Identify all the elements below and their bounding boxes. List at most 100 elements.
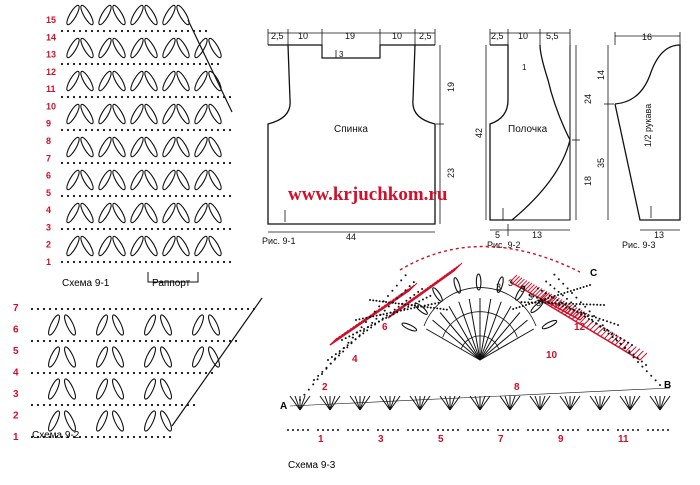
shell-stitch xyxy=(499,395,511,411)
chain-dot xyxy=(385,314,388,317)
petal-stitch xyxy=(80,37,94,59)
chain-dot xyxy=(180,260,184,264)
point-c: C xyxy=(590,268,597,279)
chain-dot xyxy=(198,128,202,132)
fan-number: 3 xyxy=(536,298,541,308)
chain-dot xyxy=(607,329,610,332)
chain-dot xyxy=(371,321,374,324)
chain-dot xyxy=(114,62,118,66)
chain-dot xyxy=(186,95,190,99)
chain-dot xyxy=(240,307,244,311)
chain-dot xyxy=(596,303,599,306)
chain-dot xyxy=(138,95,142,99)
chain-dot xyxy=(120,260,124,264)
chain-dot xyxy=(138,227,142,231)
chain-dot xyxy=(373,310,376,313)
chain-dot xyxy=(342,350,345,353)
chain-dot xyxy=(84,95,88,99)
shell-stitch xyxy=(654,395,661,411)
shell-stitch xyxy=(359,395,366,411)
chain-dot xyxy=(96,194,100,198)
chain-dot xyxy=(549,283,552,286)
chain-dot xyxy=(84,339,88,343)
chain-dot xyxy=(528,303,531,305)
chain-dot xyxy=(617,429,619,431)
chain-dot xyxy=(346,344,349,347)
chain-dot xyxy=(527,429,529,431)
chain-dot xyxy=(66,95,70,99)
chain-dot xyxy=(108,62,112,66)
shell-stitch xyxy=(389,395,401,411)
red-hatch xyxy=(522,281,530,290)
chain-dot xyxy=(66,260,70,264)
red-hatch xyxy=(372,308,381,316)
chain-dot xyxy=(78,339,82,343)
chain-dot xyxy=(210,161,214,165)
chain-dot xyxy=(156,307,160,311)
chain-dot xyxy=(144,307,148,311)
chain-dot xyxy=(532,429,534,431)
chain-dot xyxy=(186,29,190,33)
chain-dot xyxy=(150,29,154,33)
chain-dot xyxy=(575,296,578,299)
chain-dot xyxy=(210,62,214,66)
chain-dot xyxy=(375,317,378,320)
petal-stitch xyxy=(401,322,418,332)
fan-spoke xyxy=(468,298,481,361)
shell-stitch xyxy=(289,395,301,411)
petal-stitch xyxy=(95,314,109,336)
petal-stitch xyxy=(159,346,173,368)
row-number: 3 xyxy=(378,434,384,445)
chain-dot xyxy=(162,128,166,132)
chain-dot xyxy=(72,371,76,375)
chain-dot xyxy=(156,128,160,132)
chain-dot xyxy=(417,429,419,431)
red-hatch xyxy=(529,285,538,294)
chain-dot xyxy=(234,307,238,311)
chain-dot xyxy=(108,371,112,375)
chain-dot xyxy=(568,302,571,305)
chain-dot xyxy=(102,260,106,264)
chain-dot xyxy=(156,95,160,99)
petal-stitch xyxy=(496,276,504,293)
chain-dot xyxy=(547,429,549,431)
shell-stitch xyxy=(329,395,341,411)
red-hatch xyxy=(341,329,349,338)
chain-dot xyxy=(611,332,614,335)
chain-dot xyxy=(78,307,82,311)
shell-stitch xyxy=(629,395,641,411)
chain-dot xyxy=(186,339,190,343)
red-hatch xyxy=(346,325,355,334)
chain-dot xyxy=(138,62,142,66)
row-number: 1 xyxy=(13,432,19,443)
chain-dot xyxy=(72,227,76,231)
chain-dot xyxy=(394,302,397,305)
chain-dot xyxy=(66,128,70,132)
chain-dot xyxy=(198,227,202,231)
chain-dot xyxy=(566,291,569,293)
chain-dot xyxy=(334,353,337,356)
chain-dot xyxy=(90,260,94,264)
chain-dot xyxy=(515,307,518,309)
chain-dot xyxy=(403,308,406,311)
red-hatch xyxy=(534,288,543,296)
row-number: 2 xyxy=(46,240,51,250)
chain-dot xyxy=(102,62,106,66)
chain-dot xyxy=(579,287,582,289)
chain-dot xyxy=(383,309,386,312)
chain-dot xyxy=(568,306,571,309)
chain-dot xyxy=(54,339,58,343)
chain-dot xyxy=(385,312,388,315)
chain-dot xyxy=(599,325,602,328)
chain-dot xyxy=(532,295,535,298)
chain-dot xyxy=(36,403,40,407)
chain-dot xyxy=(436,307,439,310)
chain-dot xyxy=(362,332,365,335)
petal-stitch xyxy=(194,103,208,125)
chain-dot xyxy=(572,309,575,312)
chain-dot xyxy=(96,260,100,264)
chain-dot xyxy=(156,194,160,198)
chain-dot xyxy=(84,161,88,165)
chain-dot xyxy=(60,161,64,165)
chain-dot xyxy=(628,350,631,353)
